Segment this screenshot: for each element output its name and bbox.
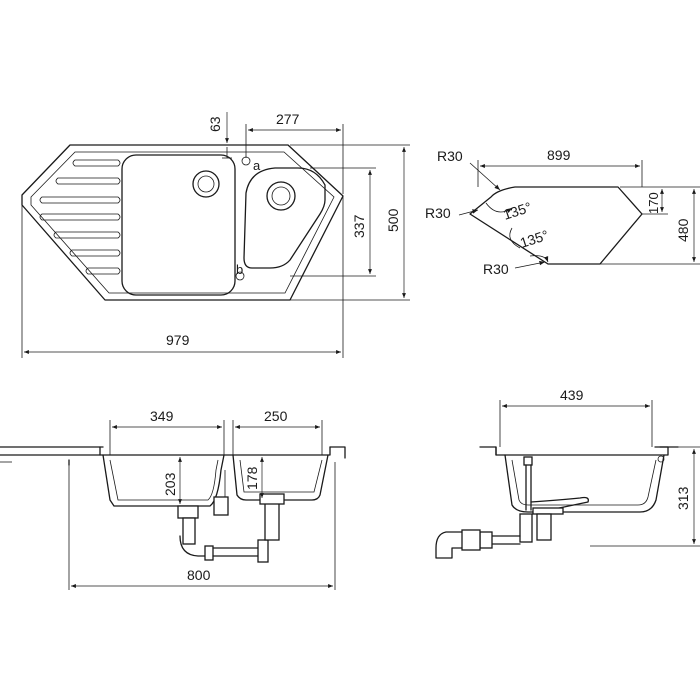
dim-250: 250 bbox=[264, 408, 288, 424]
front-section: 349 250 203 178 800 bbox=[0, 408, 346, 590]
side-bowl bbox=[504, 454, 665, 513]
side-section: 439 313 bbox=[435, 387, 700, 559]
cutout-template: 899 480 170 R30 R30 R30 135° 135° bbox=[425, 147, 700, 277]
dim-63: 63 bbox=[207, 116, 223, 132]
dim-439: 439 bbox=[560, 387, 584, 403]
sink-inner-rim bbox=[30, 151, 335, 294]
dim-203: 203 bbox=[162, 472, 178, 496]
angle-label-2: 135° bbox=[518, 227, 550, 251]
tap-hole-b-label: b bbox=[236, 262, 243, 277]
top-view: a b 979 500 337 277 63 bbox=[21, 111, 410, 358]
tap-hole-a-label: a bbox=[253, 158, 261, 173]
drainboard-grooves bbox=[39, 159, 121, 275]
second-bowl bbox=[243, 167, 326, 269]
dim-313: 313 bbox=[675, 486, 691, 510]
dim-480: 480 bbox=[675, 218, 691, 242]
cutout-outline bbox=[469, 186, 643, 265]
dim-500: 500 bbox=[385, 208, 401, 232]
dim-277: 277 bbox=[276, 111, 300, 127]
dim-337: 337 bbox=[351, 214, 367, 238]
sink-outline bbox=[21, 144, 344, 301]
front-rim bbox=[99, 446, 331, 456]
radius-label-1: R30 bbox=[437, 148, 463, 164]
side-plumbing bbox=[435, 456, 589, 559]
main-bowl bbox=[121, 154, 236, 296]
front-plumbing bbox=[177, 470, 285, 563]
tap-hole-a-icon bbox=[241, 156, 251, 166]
second-drain bbox=[266, 181, 296, 211]
dim-899: 899 bbox=[547, 147, 571, 163]
dim-979: 979 bbox=[166, 332, 190, 348]
dim-800: 800 bbox=[187, 567, 211, 583]
tap-hole-b-icon bbox=[235, 271, 245, 281]
dim-178: 178 bbox=[244, 466, 260, 490]
radius-label-3: R30 bbox=[483, 261, 509, 277]
dim-349: 349 bbox=[150, 408, 174, 424]
dim-170: 170 bbox=[646, 192, 661, 214]
main-drain bbox=[192, 170, 220, 198]
radius-label-2: R30 bbox=[425, 205, 451, 221]
angle-label-1: 135° bbox=[501, 199, 533, 223]
